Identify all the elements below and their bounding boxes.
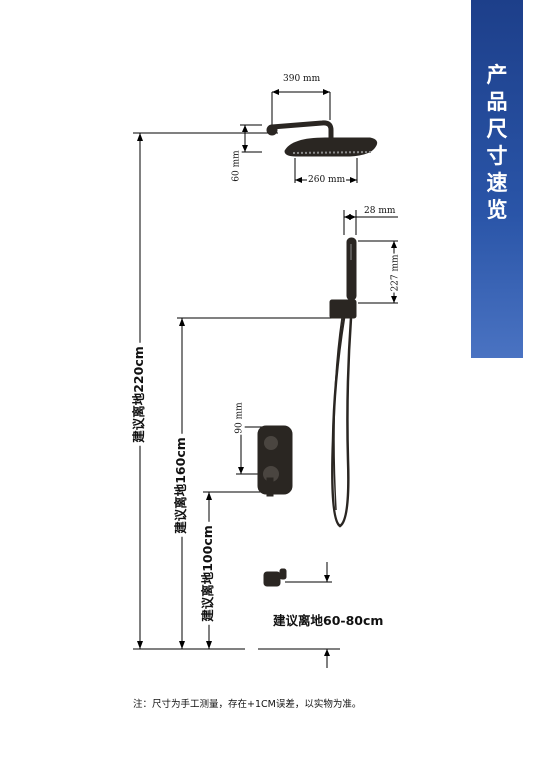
arrow-227-top xyxy=(391,241,397,248)
dim-label-227: 227 mm xyxy=(390,253,401,293)
arrow-260-right xyxy=(350,177,357,183)
arrow-spout-top xyxy=(324,575,330,582)
side-title-char: 速 xyxy=(486,171,508,195)
arrow-260-left xyxy=(295,177,302,183)
overhead-shower xyxy=(266,120,378,157)
arrow-220-bottom xyxy=(137,641,143,649)
dim-label-390: 390 mm xyxy=(282,74,322,84)
arrow-100-top xyxy=(206,492,212,500)
dim-label-28: 28 mm xyxy=(363,206,397,216)
arrow-160-top xyxy=(179,318,185,326)
arrow-220-top xyxy=(137,133,143,141)
side-title-char: 尺 xyxy=(486,117,508,141)
arrow-28-right xyxy=(349,214,356,220)
mixing-valve xyxy=(257,425,293,497)
side-title-char: 寸 xyxy=(486,144,508,168)
tub-spout xyxy=(263,568,287,587)
height-label-spout: 建议离地60-80cm xyxy=(273,613,384,628)
height-label-100: 建议离地100cm xyxy=(196,522,216,625)
dim-label-260: 260 mm xyxy=(307,175,347,185)
height-label-160: 建议离地160cm xyxy=(169,434,189,537)
footer-note: 注：尺寸为手工测量，存在+1CM误差，以实物为准。 xyxy=(133,699,362,710)
arrow-100-bottom xyxy=(206,641,212,649)
height-label-220: 建议离地220cm xyxy=(127,343,147,446)
handheld-shower xyxy=(329,237,357,528)
arrow-227-bottom xyxy=(391,296,397,303)
side-title-char: 览 xyxy=(486,198,508,222)
arrow-390-left xyxy=(272,89,279,95)
arrow-spout-bottom xyxy=(324,649,330,656)
arrow-60-top xyxy=(242,125,248,132)
arrow-60-bottom xyxy=(242,145,248,152)
side-title-char: 品 xyxy=(486,90,508,114)
arrow-390-right xyxy=(323,89,330,95)
arrow-160-bottom xyxy=(179,641,185,649)
side-title-tab: 产 品 尺 寸 速 览 xyxy=(471,0,523,358)
dim-label-90: 90 mm xyxy=(234,401,245,435)
side-title-char: 产 xyxy=(486,63,508,87)
arrow-90-bottom xyxy=(238,467,244,474)
dim-label-60: 60 mm xyxy=(231,149,242,183)
